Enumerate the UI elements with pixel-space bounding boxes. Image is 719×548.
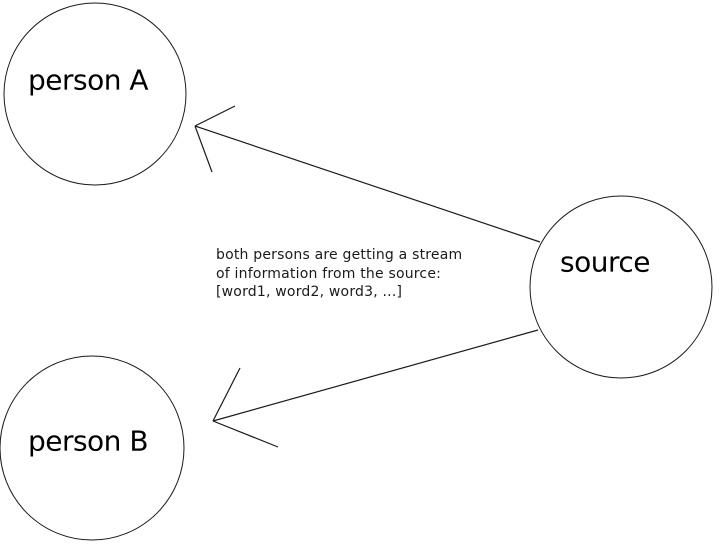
source-label: source: [560, 245, 650, 279]
annotation-text: both persons are getting a stream of inf…: [216, 246, 462, 302]
arrow-source-to-person-a: [194, 105, 541, 243]
person-b-circle: [0, 355, 185, 541]
arrow-b-barb-lower: [212, 420, 279, 448]
arrow-a-barb-upper: [194, 105, 236, 127]
annotation-line-2: of information from the source:: [216, 265, 442, 282]
person-a-label: person A: [27, 63, 149, 97]
annotation-line-3: [word1, word2, word3, ...]: [216, 284, 403, 300]
annotation-line-1: both persons are getting a stream: [216, 247, 463, 263]
arrow-a-shaft: [194, 125, 541, 243]
arrow-b-barb-upper: [212, 367, 241, 422]
person-a-circle: [3, 2, 187, 186]
person-b-label: person B: [27, 424, 149, 458]
arrow-a-barb-lower: [194, 125, 213, 173]
source-circle: [529, 195, 713, 379]
arrow-source-to-person-b: [212, 329, 539, 448]
arrow-b-shaft: [212, 329, 539, 422]
